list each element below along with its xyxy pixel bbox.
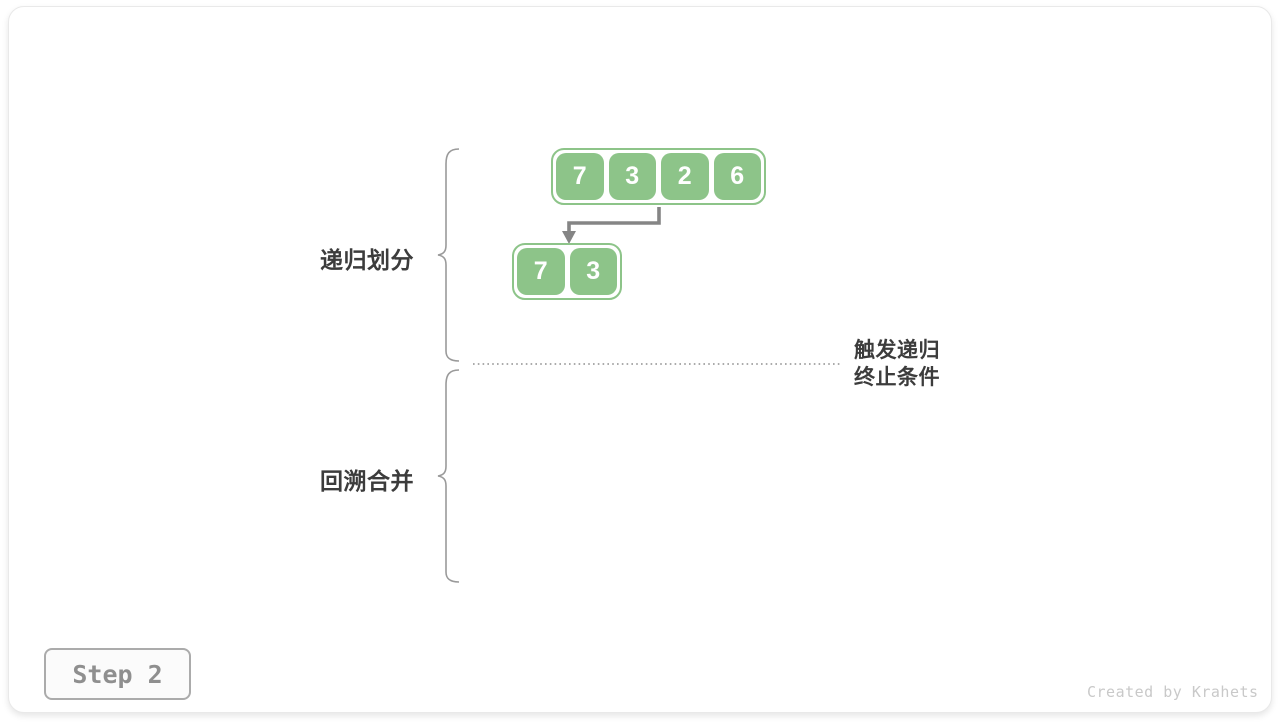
divide-brace — [437, 148, 460, 362]
termination-note-line2: 终止条件 — [854, 366, 940, 389]
diagram-overlay — [437, 148, 840, 583]
array-cell: 7 — [517, 248, 565, 295]
merge-phase-label: 回溯合并 — [320, 468, 414, 494]
merge-brace — [437, 369, 460, 583]
left-subarray: 7 3 — [512, 243, 622, 300]
diagram-card: 7 3 2 6 7 3 递归划分 回溯合并 触发递归 终止条件 Step 2 C… — [8, 6, 1272, 713]
parent-array: 7 3 2 6 — [551, 148, 766, 205]
divide-phase-label: 递归划分 — [320, 247, 414, 273]
termination-note-line1: 触发递归 — [854, 339, 940, 362]
array-cell: 2 — [661, 153, 709, 200]
watermark-credit: Created by Krahets — [1087, 683, 1259, 701]
termination-note: 触发递归 终止条件 — [854, 337, 940, 391]
split-arrow-line — [567, 207, 661, 233]
array-cell: 7 — [556, 153, 604, 200]
step-badge: Step 2 — [44, 648, 191, 700]
array-cell: 3 — [569, 248, 617, 295]
array-cell: 6 — [713, 153, 761, 200]
array-cell: 3 — [608, 153, 656, 200]
